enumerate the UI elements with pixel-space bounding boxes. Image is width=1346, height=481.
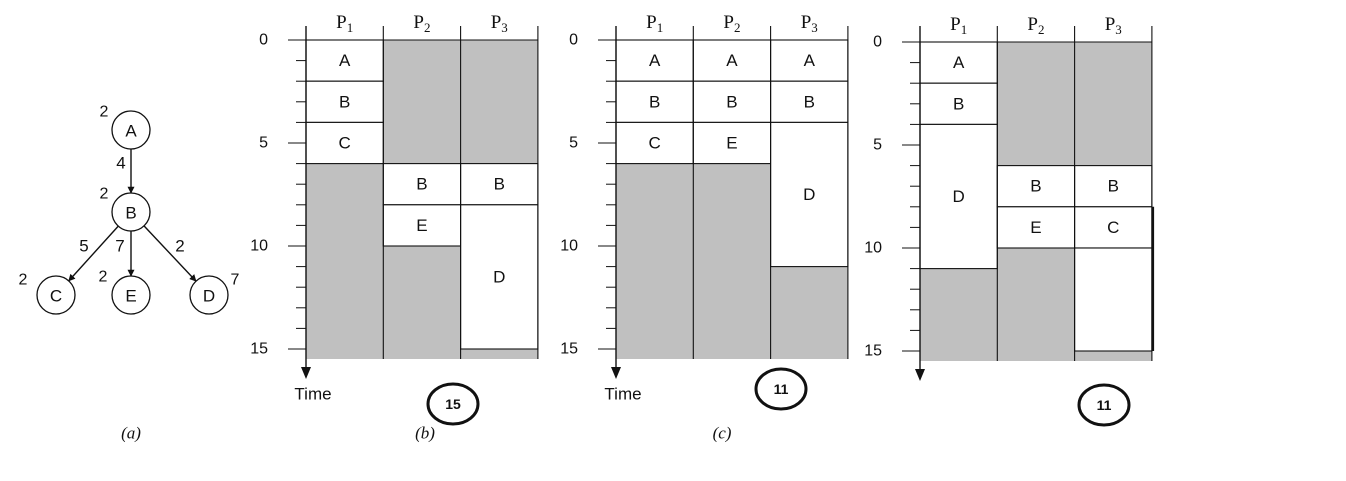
processor-label: P3 xyxy=(801,12,818,35)
task-label: A xyxy=(804,51,816,70)
node-label: C xyxy=(50,287,62,306)
caption: (c) xyxy=(713,424,732,443)
makespan-circle xyxy=(1077,383,1131,427)
task-label: E xyxy=(726,134,737,153)
schedule-3: A B D B E B C 0 5 10 15 P1 P2 P3 11 xyxy=(864,14,1153,427)
edge-B-D xyxy=(143,225,197,282)
time-axis-arrow xyxy=(301,367,311,379)
task-label: D xyxy=(803,185,815,204)
edge-weight: 7 xyxy=(115,237,124,256)
edge-weight: 5 xyxy=(79,237,88,256)
processor-label: P1 xyxy=(646,12,663,35)
task-block xyxy=(615,39,694,82)
tick-label: 0 xyxy=(259,32,268,49)
node-A xyxy=(111,110,151,150)
tick-label: 10 xyxy=(250,238,268,255)
task-label: E xyxy=(416,216,427,235)
tick-label: 15 xyxy=(864,343,882,360)
task-label: D xyxy=(953,187,965,206)
task-block xyxy=(996,206,1076,249)
node-label: A xyxy=(125,122,137,141)
processor-label: P2 xyxy=(723,12,740,35)
task-label: D xyxy=(493,267,505,286)
axis-label: Time xyxy=(294,385,331,404)
tick-label: 0 xyxy=(569,32,578,49)
task-label: B xyxy=(339,92,350,111)
task-label: A xyxy=(726,51,738,70)
node-C xyxy=(36,275,76,315)
task-label: B xyxy=(1108,177,1119,196)
time-axis-arrow xyxy=(611,367,621,379)
node-E xyxy=(111,275,151,315)
node-D xyxy=(189,275,229,315)
task-label: B xyxy=(804,92,815,111)
processor-label: P1 xyxy=(950,14,967,37)
makespan-label: 11 xyxy=(774,381,789,397)
task-label: B xyxy=(726,92,737,111)
task-label: E xyxy=(1030,218,1041,237)
node-label: D xyxy=(203,287,215,306)
node-weight: 2 xyxy=(19,272,28,289)
task-block xyxy=(770,121,849,268)
time-axis-arrow xyxy=(915,369,925,381)
tick-label: 15 xyxy=(250,341,268,358)
task-label: C xyxy=(339,134,351,153)
task-block xyxy=(305,80,384,123)
processor-label: P3 xyxy=(491,12,508,35)
node-label: B xyxy=(125,204,136,223)
makespan-circle xyxy=(754,367,808,411)
task-label: A xyxy=(649,51,661,70)
task-label: B xyxy=(494,175,505,194)
caption: (a) xyxy=(121,424,141,443)
node-label: E xyxy=(125,287,136,306)
node-B xyxy=(111,192,151,232)
task-label: A xyxy=(339,51,351,70)
task-label: C xyxy=(1107,218,1119,237)
node-weight: 2 xyxy=(100,104,109,121)
edge-B-C xyxy=(68,225,119,282)
makespan-label: 11 xyxy=(1097,397,1112,413)
makespan-label: 15 xyxy=(445,396,461,412)
task-label: C xyxy=(649,134,661,153)
processor-label: P2 xyxy=(1027,14,1044,37)
axis-label: Time xyxy=(604,385,641,404)
processor-label: P3 xyxy=(1105,14,1122,37)
task-label: B xyxy=(649,92,660,111)
task-label: B xyxy=(953,94,964,113)
caption: (b) xyxy=(415,424,435,443)
tick-label: 10 xyxy=(864,240,882,257)
tick-label: 15 xyxy=(560,341,578,358)
task-label: B xyxy=(1030,177,1041,196)
task-block xyxy=(919,123,998,270)
task-block xyxy=(692,80,772,123)
tick-label: 5 xyxy=(259,135,268,152)
tick-label: 5 xyxy=(569,135,578,152)
processor-label: P1 xyxy=(336,12,353,35)
node-weight: 2 xyxy=(99,269,108,286)
edge-weight: 4 xyxy=(116,154,125,173)
task-block xyxy=(1074,247,1153,352)
tick-label: 5 xyxy=(873,137,882,154)
task-label: A xyxy=(953,53,965,72)
makespan-circle xyxy=(426,382,480,426)
tick-label: 10 xyxy=(560,238,578,255)
node-weight: 7 xyxy=(231,272,240,289)
edge-weight: 2 xyxy=(175,237,184,256)
node-weight: 2 xyxy=(100,186,109,203)
tick-label: 0 xyxy=(873,34,882,51)
task-block xyxy=(770,39,849,82)
processor-label: P2 xyxy=(413,12,430,35)
task-block xyxy=(305,121,384,165)
task-label: B xyxy=(416,175,427,194)
